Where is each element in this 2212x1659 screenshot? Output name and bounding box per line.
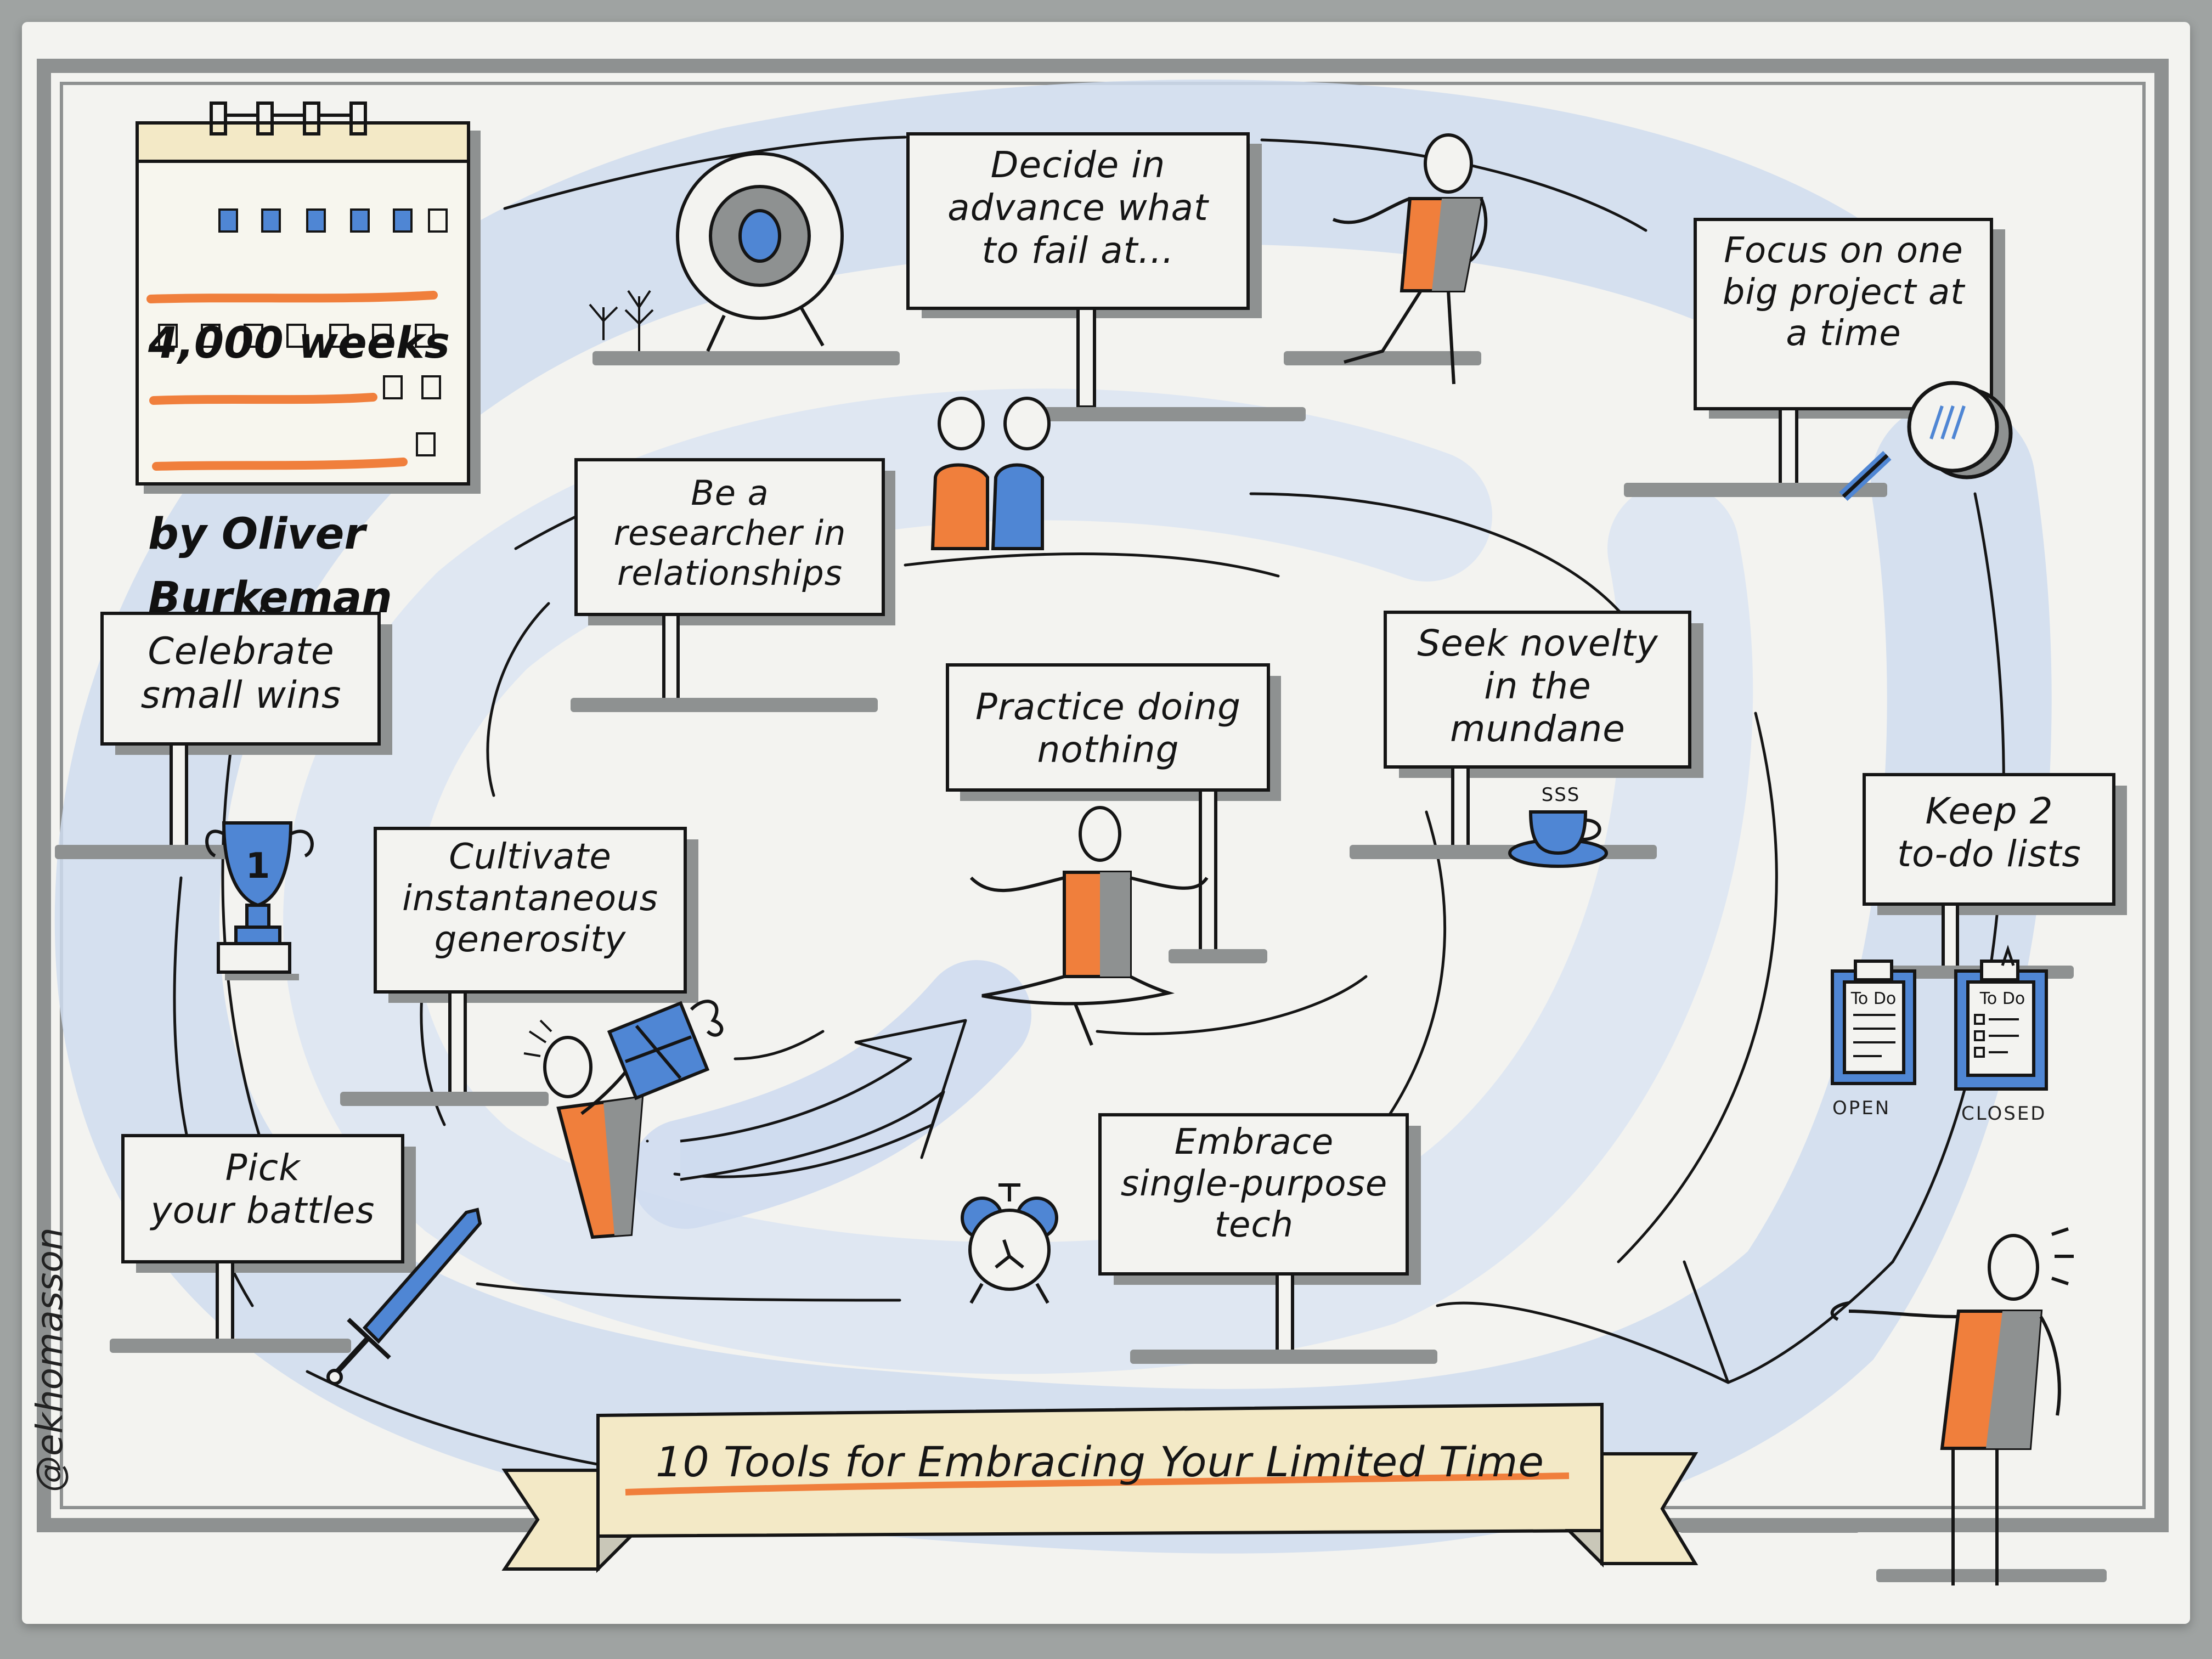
clipboard-closed-label: CLOSED [1961, 1103, 2047, 1125]
clipboard-open-header: To Do [1850, 989, 1897, 1008]
banner-title: 10 Tools for Embracing Your Limited Time [655, 1437, 1545, 1486]
coffee-steam: SSS [1542, 784, 1581, 806]
target-icon [589, 152, 844, 352]
pointing-person-icon [1830, 1227, 2074, 1585]
sign-focus-text: Focus on one big project at a time [1722, 230, 1965, 354]
trophy-number: 1 [246, 846, 270, 887]
alarm-clock-icon [961, 1183, 1058, 1304]
todo-clipboard-open [1831, 960, 1916, 1085]
sign-seek-text: Seek novelty in the mundane [1417, 622, 1658, 750]
clipboard-open-label: OPEN [1832, 1097, 1891, 1119]
sign-cultivate-text: Cultivate instantaneous generosity [402, 837, 658, 961]
book-title-block: 4,000 weeks by Oliver Burkeman [148, 248, 455, 630]
calendar-book [136, 101, 481, 494]
coffee-cup-icon [1508, 810, 1608, 868]
trophy-icon [205, 821, 314, 980]
inner-arrow [680, 1019, 967, 1181]
walking-person-icon [1332, 133, 1488, 385]
couple-icon [930, 397, 1051, 550]
sign-practice-text: Practice doing nothing [975, 686, 1242, 771]
sign-decide-text: Decide in advance what to fail at... [947, 144, 1209, 272]
sign-boards [100, 132, 2127, 1285]
gift-giver-icon [523, 1000, 724, 1239]
artist-handle: @ekhomasson [29, 1227, 71, 1492]
sign-celebrate-text: Celebrate small wins [140, 630, 342, 718]
todo-clipboard-closed [1954, 945, 2048, 1091]
book-author: by Oliver Burkeman [148, 510, 392, 623]
sign-embrace-text: Embrace single-purpose tech [1120, 1122, 1388, 1246]
title-banner [501, 1402, 1699, 1573]
book-title: 4,000 weeks [148, 319, 450, 368]
sign-pick-text: Pick your battles [150, 1147, 375, 1232]
sword-icon [326, 1207, 482, 1385]
meditating-person-icon [969, 806, 1209, 1046]
sign-keep-text: Keep 2 to-do lists [1897, 790, 2081, 875]
magnifier-icon [1839, 381, 2013, 501]
sign-researcher-text: Be a researcher in relationships [613, 473, 847, 594]
clipboard-closed-header: To Do [1979, 989, 2025, 1008]
